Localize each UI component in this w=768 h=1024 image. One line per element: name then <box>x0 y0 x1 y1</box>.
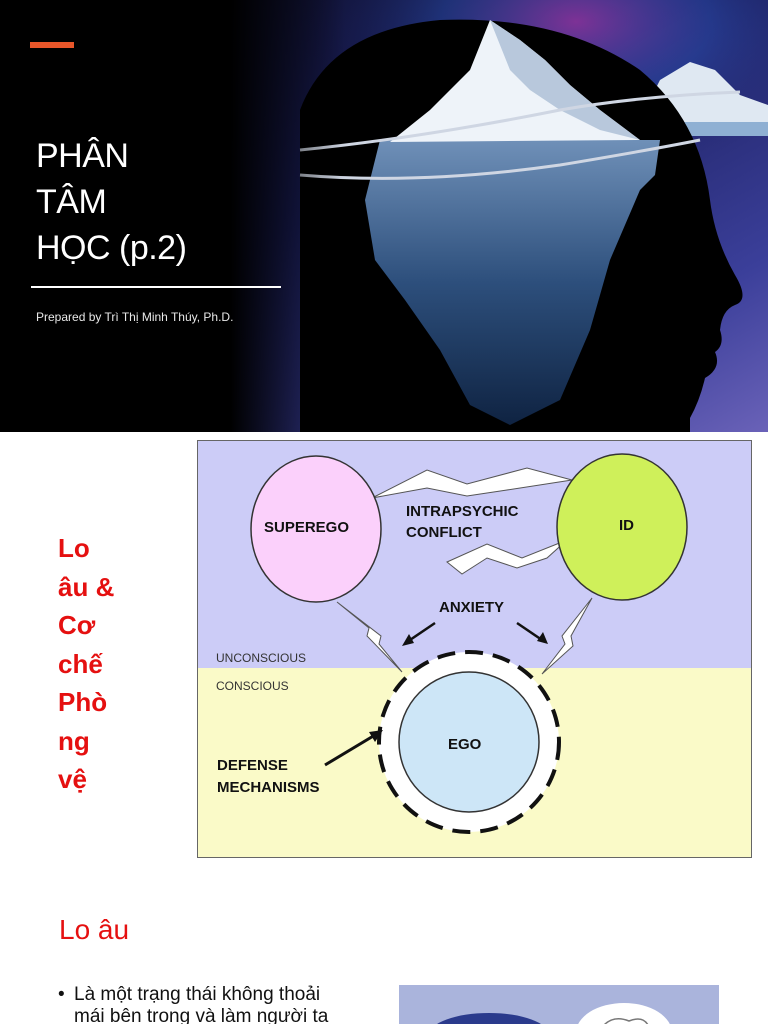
slide-title: PHÂN TÂM HỌC (p.2) <box>36 133 266 271</box>
conflict-label-1: INTRAPSYCHIC <box>406 503 519 520</box>
author-byline: Prepared by Trì Thị Minh Thúy, Ph.D. <box>36 310 234 324</box>
conscious-label: CONSCIOUS <box>216 679 289 693</box>
defense-label-1: DEFENSE <box>217 757 288 774</box>
conflict-label-2: CONFLICT <box>406 524 482 541</box>
slide-side-title: Lo âu & Cơ chế Phò ng vệ <box>58 529 158 799</box>
anxiety-slide: Lo âu • Là một trạng thái không thoải má… <box>0 866 768 1024</box>
side-title-line: âu & <box>58 571 115 602</box>
side-title-line: vệ <box>58 764 87 794</box>
id-circle <box>556 453 688 601</box>
title-line: PHÂN <box>36 137 129 175</box>
accent-bar <box>30 42 74 48</box>
diagram-graphic <box>197 440 752 858</box>
ego-label: EGO <box>448 736 482 753</box>
id-label: ID <box>619 517 634 534</box>
bullet-line: Là một trạng thái không thoải <box>74 984 321 1005</box>
superego-label: SUPEREGO <box>264 519 350 536</box>
bullet-item: • Là một trạng thái không thoải mái bên … <box>58 984 358 1024</box>
side-title-line: Phò <box>58 687 108 717</box>
slide-heading: Lo âu <box>59 914 130 945</box>
defense-label-2: MECHANISMS <box>217 779 320 796</box>
title-slide: PHÂN TÂM HỌC (p.2) Prepared by Trì Thị M… <box>0 0 768 432</box>
side-title-line: Lo <box>58 533 90 563</box>
side-title-line: Cơ <box>58 610 96 640</box>
psyche-diagram: SUPEREGO ID INTRAPSYCHIC CONFLICT ANXIET… <box>197 440 752 858</box>
anxiety-label: ANXIETY <box>439 599 505 616</box>
unconscious-label: UNCONSCIOUS <box>216 651 307 665</box>
superego-circle <box>250 455 382 603</box>
ego-circle <box>398 671 540 813</box>
title-divider <box>31 286 281 288</box>
illustration-graphic <box>437 1003 670 1024</box>
bullet-marker: • <box>58 984 65 1005</box>
iceberg-head-image <box>0 0 768 432</box>
side-title-line: ng <box>58 725 90 756</box>
illustration-image <box>399 985 719 1024</box>
title-line: HỌC (p.2) <box>36 229 187 267</box>
side-title-line: chế <box>58 648 103 679</box>
anxiety-defense-slide: Lo âu & Cơ chế Phò ng vệ <box>0 433 768 865</box>
bullet-line: mái bên trong và làm người ta <box>74 1006 329 1024</box>
title-line: TÂM <box>36 183 107 221</box>
